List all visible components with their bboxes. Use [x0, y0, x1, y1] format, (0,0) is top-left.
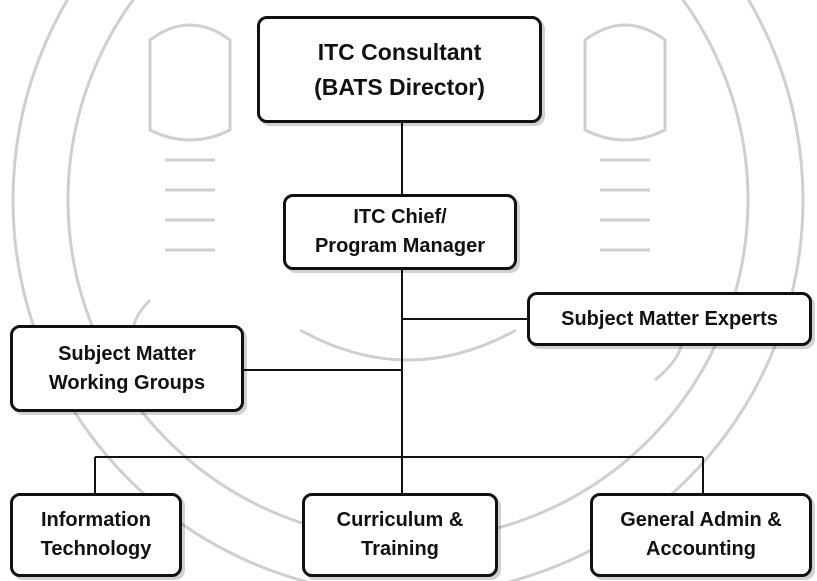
- subject-matter-experts-label: Subject Matter Experts: [561, 307, 778, 330]
- working-groups-box: Subject Matter Working Groups: [10, 325, 244, 412]
- curriculum-training-line1: Curriculum &: [336, 509, 464, 531]
- working-groups-line2: Working Groups: [48, 371, 206, 394]
- working-groups-line1: Subject Matter: [58, 342, 196, 365]
- itc-consultant-line2: (BATS Director): [314, 73, 485, 100]
- information-technology-line2: Technology: [40, 538, 152, 560]
- information-technology-box: Information Technology: [10, 493, 182, 577]
- general-admin-accounting-line1: General Admin &: [620, 509, 782, 531]
- subject-matter-experts-box: Subject Matter Experts: [527, 292, 812, 346]
- curriculum-training-box: Curriculum & Training: [302, 493, 498, 577]
- itc-consultant-box: ITC Consultant (BATS Director): [257, 16, 542, 123]
- itc-consultant-line1: ITC Consultant: [317, 39, 482, 65]
- general-admin-accounting-box: General Admin & Accounting: [590, 493, 812, 577]
- itc-chief-line1: ITC Chief/: [353, 206, 447, 228]
- itc-chief-box: ITC Chief/ Program Manager: [283, 194, 517, 270]
- general-admin-accounting-line2: Accounting: [646, 538, 756, 560]
- information-technology-line1: Information: [41, 509, 151, 531]
- itc-chief-line2: Program Manager: [314, 235, 486, 257]
- curriculum-training-line2: Training: [361, 538, 439, 560]
